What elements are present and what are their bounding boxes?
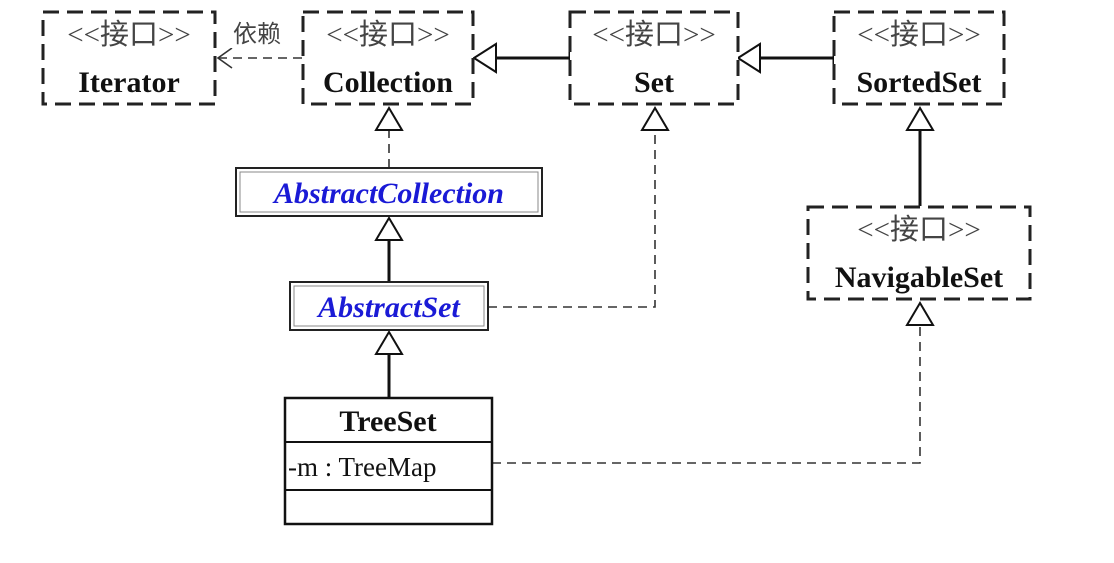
generalization-abstractset-abstractcollection (374, 216, 404, 282)
interface-name: Collection (323, 66, 453, 99)
stereotype-label: <<接口>> (857, 18, 980, 51)
interface-name: Iterator (78, 66, 180, 99)
generalization-treeset-abstractset (374, 330, 404, 398)
interface-name: SortedSet (857, 66, 982, 99)
dependency-label-bg (224, 18, 290, 48)
stereotype-label: <<接口>> (592, 18, 715, 51)
realization-treeset-navigableset (492, 301, 935, 464)
abstract-class-name: AbstractSet (316, 291, 461, 324)
realization-abstractcollection-collection (374, 106, 404, 168)
class-treeset: TreeSet -m : TreeMap (283, 396, 494, 526)
class-name: TreeSet (339, 405, 436, 438)
abstract-class-name: AbstractCollection (272, 177, 504, 210)
generalization-navigableset-sortedset (905, 106, 935, 206)
class-attribute: -m : TreeMap (288, 452, 437, 482)
interface-navigableset: <<接口>> NavigableSet (806, 205, 1032, 301)
interface-collection: <<接口>> Collection (301, 10, 475, 106)
stereotype-label: <<接口>> (67, 18, 190, 51)
class-abstractset: AbstractSet (289, 281, 489, 331)
interface-name: Set (634, 66, 674, 99)
class-abstractcollection: AbstractCollection (235, 167, 543, 217)
interface-sortedset: <<接口>> SortedSet (832, 10, 1006, 106)
dependency-label: 依赖 (233, 21, 281, 48)
stereotype-label: <<接口>> (326, 18, 449, 51)
stereotype-label: <<接口>> (857, 213, 980, 246)
generalization-sortedset-set (736, 42, 836, 74)
interface-set: <<接口>> Set (568, 10, 740, 106)
generalization-set-collection (472, 42, 572, 74)
interface-name: NavigableSet (835, 261, 1003, 294)
realization-abstractset-set (488, 106, 670, 308)
interface-iterator: <<接口>> Iterator (41, 10, 217, 106)
dependency-collection-iterator (216, 47, 302, 69)
